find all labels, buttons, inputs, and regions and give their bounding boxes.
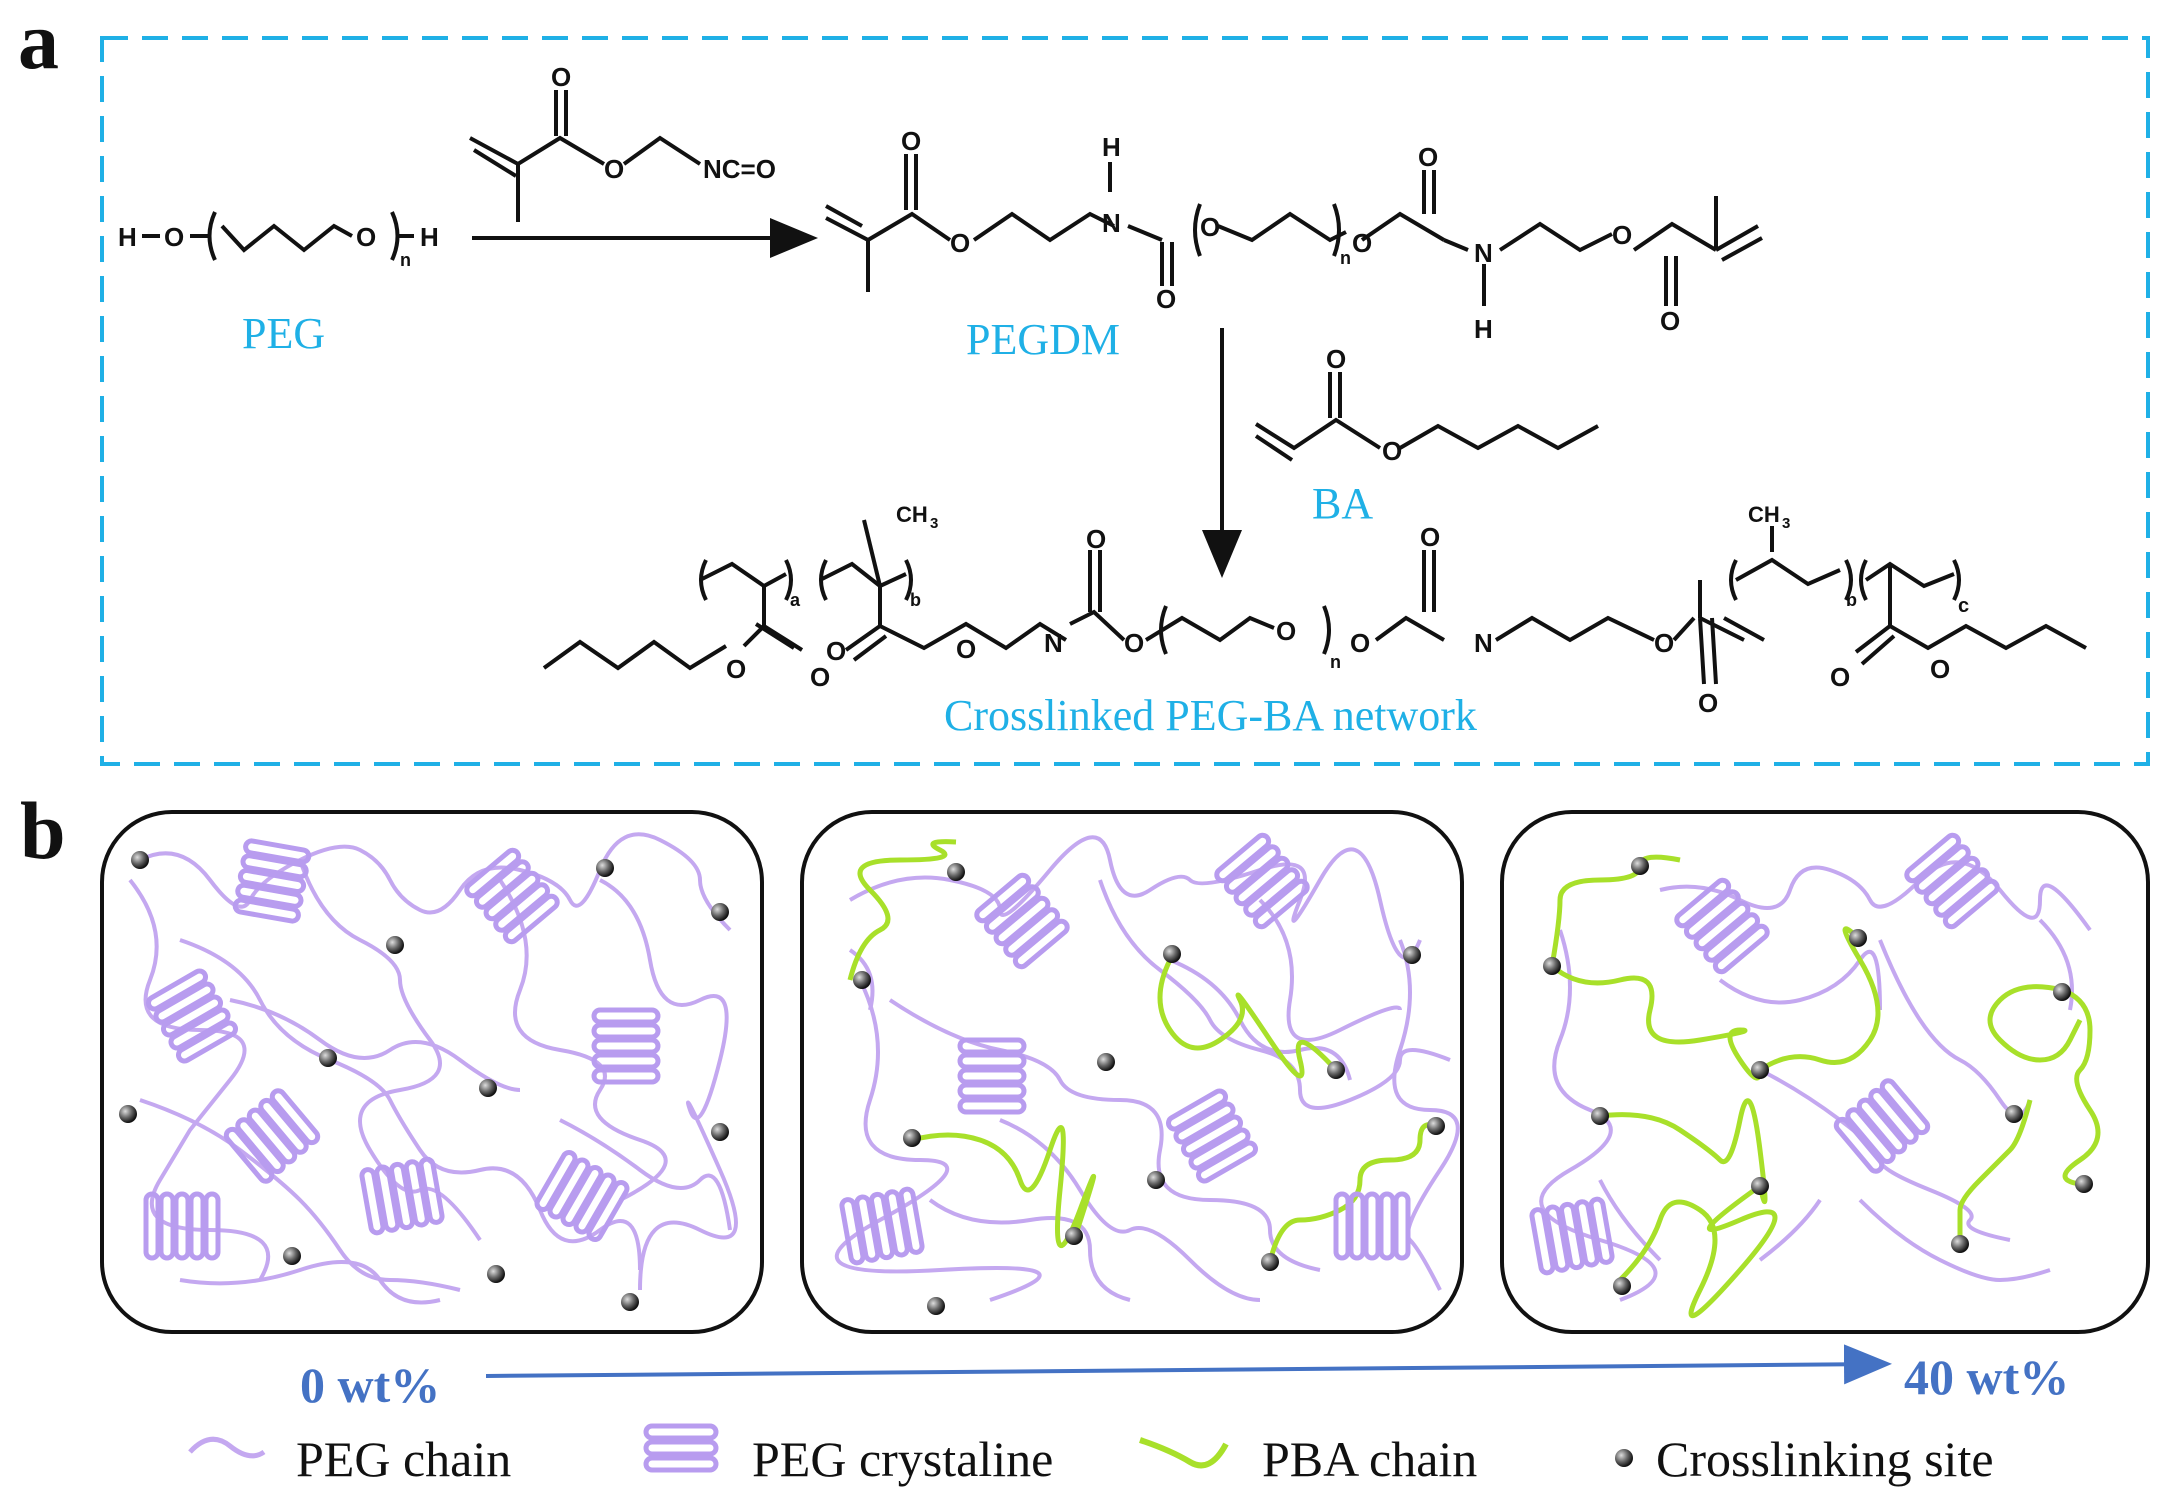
pegdm-n-1: N <box>1102 208 1121 238</box>
network-o-5: O <box>1086 524 1106 554</box>
legend-label-pba-chain: PBA chain <box>1262 1431 1477 1487</box>
network-o-11: O <box>1698 688 1718 718</box>
legend: PEG chain PEG crystaline PBA chain Cross… <box>188 1423 1994 1487</box>
pegdm-o-1: O <box>901 126 921 156</box>
scale-end-label: 40 wt% <box>1904 1349 2069 1405</box>
legend-item-peg-chain: PEG chain <box>188 1431 511 1487</box>
network-o-3: O <box>826 636 846 666</box>
peg-o-right: O <box>356 222 376 252</box>
network-b-subscript-2: b <box>1846 590 1857 610</box>
isocyanate-group: NC=O <box>703 154 776 184</box>
pegdm-o-3: O <box>1156 284 1176 314</box>
network-a-subscript: a <box>790 590 801 610</box>
network-b-subscript-1: b <box>910 590 921 610</box>
pegdm-o-6: O <box>1418 142 1438 172</box>
pegdm-o-4: O <box>1200 212 1220 242</box>
pegdm-o-2: O <box>950 228 970 258</box>
peg-n-subscript: n <box>400 250 411 270</box>
peg-chain-swatch <box>188 1436 266 1459</box>
network-structure <box>542 519 2087 685</box>
network-o-9: O <box>1420 522 1440 552</box>
ba-o-2: O <box>1382 436 1402 466</box>
network-o-13: O <box>1930 654 1950 684</box>
network-o-8: O <box>1350 628 1370 658</box>
panel-b-letter: b <box>20 785 66 876</box>
legend-label-peg-chain: PEG chain <box>296 1431 511 1487</box>
pegdm-h-2: H <box>1474 314 1493 344</box>
pba-chain-swatch <box>1139 1437 1229 1469</box>
network-o-6: O <box>1124 628 1144 658</box>
pegdm-n-subscript: n <box>1340 248 1351 268</box>
network-o-1: O <box>726 654 746 684</box>
network-o-10: O <box>1654 628 1674 658</box>
legend-item-pba-chain: PBA chain <box>1139 1431 1477 1487</box>
network-n-subscript: n <box>1330 652 1341 672</box>
legend-label-crosslinking-site: Crosslinking site <box>1656 1431 1994 1487</box>
peg-h-left: H <box>118 222 137 252</box>
ba-structure <box>1254 372 1599 462</box>
network-box-0wt <box>100 810 764 1334</box>
pegdm-h-1: H <box>1102 132 1121 162</box>
scale-arrow <box>485 1344 1892 1385</box>
network-ch3-2: CH <box>1748 502 1780 527</box>
network-ch3-2-subscript: 3 <box>1782 515 1790 532</box>
crosslinking-site-swatch <box>1615 1449 1633 1467</box>
network-n-2: N <box>1474 628 1493 658</box>
pegdm-o-5: O <box>1352 228 1372 258</box>
network-o-2: O <box>810 662 830 692</box>
pegdm-label: PEGDM <box>966 315 1120 364</box>
isocyanate-reagent <box>469 90 702 222</box>
legend-item-crosslinking-site: Crosslinking site <box>1615 1431 1994 1487</box>
isocyanate-ester-o: O <box>604 154 624 184</box>
legend-label-peg-crystaline: PEG crystaline <box>752 1431 1053 1487</box>
peg-label: PEG <box>242 309 325 358</box>
network-ch3-1-subscript: 3 <box>930 515 938 532</box>
peg-h-right: H <box>420 222 439 252</box>
pegdm-n-2: N <box>1474 238 1493 268</box>
peg-crystaline-swatch <box>643 1423 719 1473</box>
pegdm-o-7: O <box>1612 220 1632 250</box>
ba-o-1: O <box>1326 344 1346 374</box>
panel-a-frame <box>100 36 2150 766</box>
network-n-1: N <box>1044 628 1063 658</box>
peg-o-left: O <box>164 222 184 252</box>
network-label: Crosslinked PEG-BA network <box>944 691 1477 740</box>
legend-item-peg-crystaline: PEG crystaline <box>643 1423 1053 1487</box>
network-ch3-1: CH <box>896 502 928 527</box>
network-c-subscript: c <box>1958 595 1969 617</box>
network-o-12: O <box>1830 662 1850 692</box>
panel-a-letter: a <box>18 0 59 86</box>
pegdm-o-8: O <box>1660 306 1680 336</box>
network-box-40wt <box>1500 810 2150 1334</box>
pegdm-structure <box>825 154 1763 306</box>
isocyanate-carbonyl-o: O <box>551 62 571 92</box>
network-o-4: O <box>956 634 976 664</box>
ba-label: BA <box>1312 479 1373 528</box>
scale-start-label: 0 wt% <box>300 1357 440 1413</box>
network-o-7: O <box>1276 616 1296 646</box>
network-box-mid <box>800 810 1464 1334</box>
peg-structure <box>142 211 414 261</box>
